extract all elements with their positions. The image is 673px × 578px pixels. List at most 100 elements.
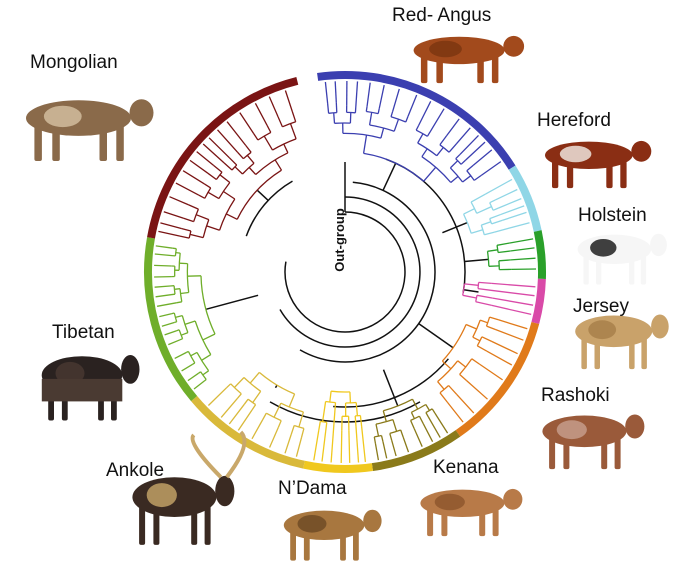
tree-branch-hereford-1: [464, 209, 475, 214]
tree-leaf-tibetan-42: [155, 286, 170, 287]
tree-node-mongolian-4: [203, 220, 209, 238]
tree-branch-hereford-9: [493, 208, 499, 210]
tree-branch-jersey-7: [463, 295, 477, 298]
cattle-image-red-angus: [414, 36, 525, 83]
backbone-arc-3: [246, 181, 292, 236]
tree-node-tibetan-12: [188, 351, 194, 363]
tree-branch-rashoki-3: [480, 320, 488, 323]
tree-branch-red-angus-31: [424, 167, 436, 181]
tree-node-kenana-16: [376, 420, 393, 425]
backbone-arc-2: [300, 182, 435, 362]
tree-branch-mongolian-17: [223, 192, 234, 200]
cattle-image-ankole: [132, 432, 244, 545]
tree-branch-rashoki-19: [472, 359, 480, 364]
tree-node-hereford-2: [471, 202, 477, 213]
tree-branch-mongolian-45: [246, 145, 251, 152]
tree-leaf-red-angus-60: [481, 162, 501, 176]
tree-branch-red-angus-57: [467, 165, 474, 170]
tree-branch-tibetan-25: [175, 316, 182, 318]
tree-branch-red-angus-23: [378, 109, 379, 114]
tree-branch-red-angus-21: [366, 107, 367, 112]
tree-leaf-rashoki-6: [498, 320, 527, 329]
tree-branch-ndama-1: [350, 392, 351, 403]
tree-branch-red-angus-37: [416, 126, 418, 131]
tree-branch-ankole-25: [238, 394, 242, 398]
tree-branch-holstein-1: [488, 250, 498, 252]
tree-leaf-mongolian-28: [190, 160, 208, 173]
tree-branch-mongolian-15: [189, 205, 199, 209]
tree-branch-rashoki-25: [449, 386, 457, 395]
tree-branch-hereford-17: [492, 220, 503, 224]
tree-branch-mongolian-55: [291, 124, 297, 139]
tree-leaf-red-angus-44: [447, 119, 460, 136]
cattle-image-kenana: [420, 489, 522, 536]
tree-leaf-kenana-6: [435, 413, 448, 433]
clade-stem-tibetan: [206, 295, 258, 309]
tree-leaf-ankole-28: [208, 388, 226, 406]
tree-branch-mongolian-53: [267, 126, 271, 133]
tree-leaf-holstein-10: [511, 258, 536, 260]
tree-leaf-hereford-16: [500, 206, 524, 215]
tree-leaf-jersey-10: [493, 298, 533, 305]
tree-branch-mongolian-47: [284, 144, 288, 153]
tree-branch-jersey-9: [477, 295, 493, 298]
clade-arc-jersey: [535, 279, 542, 323]
tree-leaf-red-angus-8: [325, 82, 327, 103]
label-jersey: Jersey: [573, 296, 629, 318]
label-ankole: Ankole: [106, 460, 164, 482]
tree-branch-holstein-9: [499, 260, 511, 261]
tree-branch-red-angus-29: [406, 117, 408, 122]
tree-leaf-kenana-26: [383, 442, 387, 459]
tree-leaf-ankole-14: [252, 420, 263, 439]
tree-branch-tibetan-39: [171, 294, 175, 295]
tree-branch-red-angus-5: [334, 113, 335, 124]
tree-branch-ndama-3: [356, 403, 357, 416]
tree-leaf-tibetan-8: [194, 381, 204, 389]
tree-leaf-ankole-26: [221, 398, 238, 417]
tree-leaf-tibetan-56: [156, 246, 173, 248]
label-mongolian: Mongolian: [30, 52, 118, 74]
tree-leaf-tibetan-40: [156, 295, 171, 297]
tree-node-tibetan-44: [179, 253, 180, 270]
tree-branch-kenana-21: [390, 433, 392, 440]
tree-node-ndama-2: [346, 403, 357, 404]
tree-leaf-kenana-28: [375, 443, 378, 460]
tree-node-tibetan-4: [197, 352, 209, 370]
tree-node-red-angus-56: [467, 171, 474, 181]
tree-branch-mongolian-9: [182, 229, 191, 231]
clade-stem-holstein: [465, 259, 489, 261]
tree-branch-mongolian-41: [247, 155, 254, 163]
tree-node-rashoki-16: [438, 361, 458, 382]
tree-leaf-rashoki-20: [480, 364, 503, 380]
tree-branch-kenana-23: [376, 424, 379, 436]
tree-node-mongolian-34: [243, 163, 255, 174]
tree-leaf-ankole-12: [270, 427, 279, 447]
tree-leaf-tibetan-54: [155, 254, 172, 256]
tree-branch-kenana-11: [419, 416, 423, 424]
tree-branch-ankole-23: [234, 378, 244, 388]
tree-branch-kenana-5: [432, 409, 435, 413]
tree-leaf-red-angus-46: [456, 128, 470, 144]
tree-branch-red-angus-45: [449, 144, 456, 152]
tree-branch-ankole-5: [302, 428, 304, 437]
tree-leaf-tibetan-50: [154, 265, 172, 266]
tree-branch-tibetan-37: [174, 289, 180, 290]
tree-branch-red-angus-51: [456, 154, 460, 158]
tree-branch-mongolian-11: [196, 215, 209, 220]
tree-leaf-jersey-6: [491, 290, 535, 295]
tree-branch-mongolian-5: [190, 234, 203, 237]
tree-leaf-mongolian-52: [240, 113, 254, 134]
tree-leaf-ankole-22: [229, 404, 244, 424]
tree-branch-jersey-11: [476, 302, 492, 306]
tree-leaf-red-angus-22: [367, 83, 370, 107]
backbone-arc-1: [280, 197, 420, 347]
tree-leaf-rashoki-8: [495, 329, 523, 340]
tree-leaf-ankole-6: [296, 438, 301, 457]
tree-leaf-tibetan-10: [188, 373, 199, 380]
tree-node-ankole-10: [266, 413, 281, 420]
tree-leaf-tibetan-24: [165, 331, 177, 335]
tree-branch-ndama-15: [330, 391, 331, 402]
tree-branch-mongolian-13: [184, 218, 194, 221]
tree-node-mongolian-56: [282, 122, 295, 127]
tree-branch-ndama-23: [319, 421, 321, 430]
